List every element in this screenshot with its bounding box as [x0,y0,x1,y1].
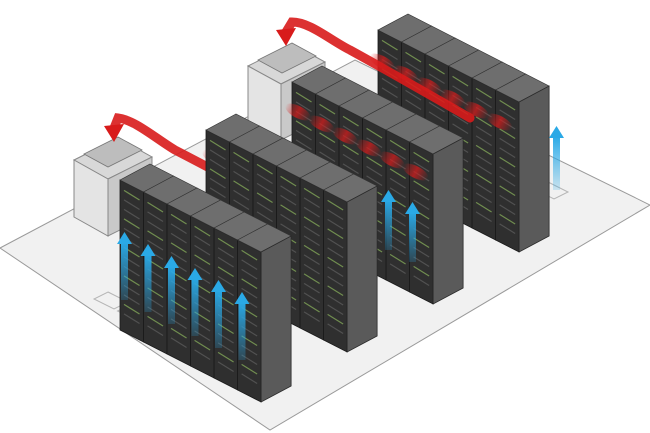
server-rack [299,161,355,341]
cold-air-arrow [187,268,203,336]
hot-air-plume [463,101,489,119]
server-slots [241,249,258,385]
hot-air-plume [416,77,442,95]
hot-air-plume [486,113,513,131]
server-rack [385,113,441,293]
cold-air-arrow [549,126,564,190]
server-slots [194,225,211,361]
hot-air-plume [285,103,311,121]
server-slots [413,151,430,287]
cold-air-arrow [405,202,420,262]
hot-air-plume [439,89,466,107]
rack-row-end-panel [346,185,378,353]
hot-air-arrow [276,17,475,123]
server-rack [322,173,378,353]
hot-air-plume [369,53,395,71]
cold-air-arrow [234,292,250,360]
server-rack [494,73,550,253]
server-rack [119,163,175,343]
server-rack [236,223,292,403]
rack-row-end-panel [432,137,464,305]
server-slots [303,187,320,323]
rack-row-end-panel [260,235,292,403]
server-rack [408,125,464,305]
rack-row-end-panel [518,85,550,253]
hot-air-plume [392,65,419,83]
rack-row-front [119,163,292,403]
server-slots [327,199,344,335]
hot-air-plume [402,163,429,181]
server-slots [499,99,516,235]
cold-air-arrow [211,280,226,348]
server-slots [147,201,164,337]
cold-air-arrows [117,126,564,360]
cold-air-arrow [164,256,179,324]
server-rack [142,175,198,355]
hot-air-plume [308,115,335,133]
server-rack [189,199,245,379]
cold-air-arrow [117,232,132,300]
cold-air-arrow [140,244,156,312]
hot-air-plume [355,139,382,157]
hot-air-plume [379,151,405,169]
cold-air-arrow [381,190,396,250]
hot-air-plume [332,127,358,145]
